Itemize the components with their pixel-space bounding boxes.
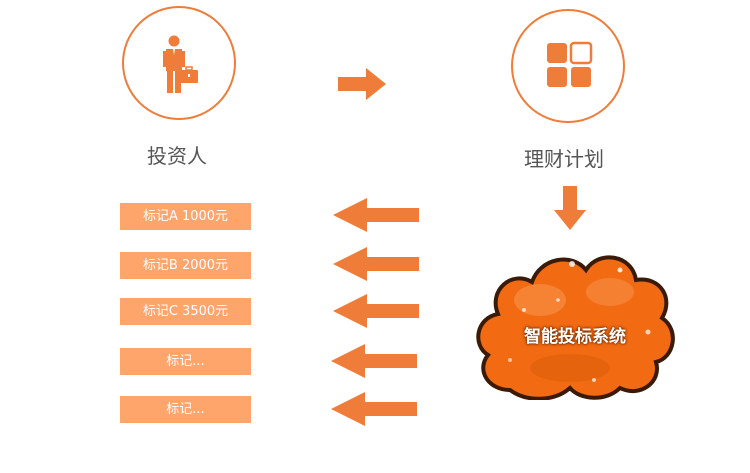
bid-item-more-2: 标记... <box>120 396 251 423</box>
arrow-right-icon <box>338 68 386 100</box>
bid-item-a: 标记A 1000元 <box>120 203 251 230</box>
smart-bidding-cloud: 智能投标系统 <box>470 240 680 401</box>
arrow-left-icon <box>333 294 419 328</box>
system-label: 智能投标系统 <box>524 327 626 347</box>
cloud-icon <box>476 255 675 401</box>
investor-circle <box>122 6 236 120</box>
bid-item-b: 标记B 2000元 <box>120 252 251 279</box>
arrow-left-icon <box>331 344 417 378</box>
bid-item-more-1: 标记... <box>120 348 251 375</box>
arrow-left-icon <box>333 247 419 281</box>
arrow-left-icon <box>333 198 419 232</box>
bid-item-c: 标记C 3500元 <box>120 298 251 325</box>
plan-label: 理财计划 <box>524 147 604 171</box>
grid-tiles-icon <box>547 41 593 87</box>
plan-circle <box>511 9 625 123</box>
businessman-icon <box>163 35 198 93</box>
arrow-left-icon <box>331 392 417 426</box>
investor-label: 投资人 <box>147 144 207 168</box>
arrow-down-icon <box>554 186 586 230</box>
